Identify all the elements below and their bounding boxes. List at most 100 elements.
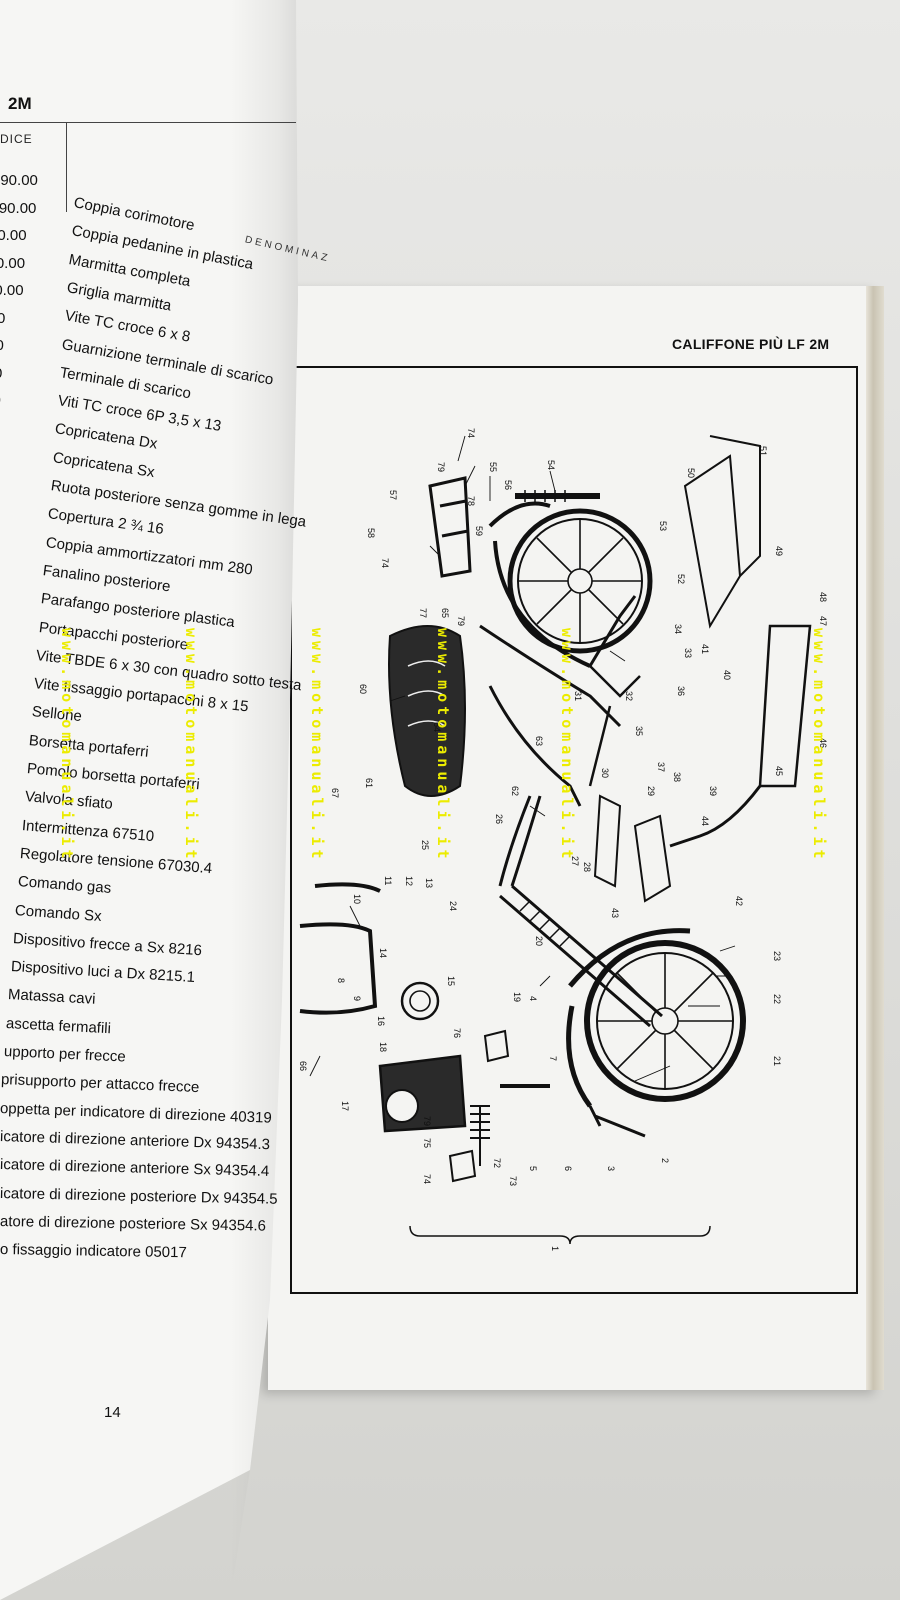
right-page-title: CALIFFONE PIÙ LF 2M — [672, 336, 830, 352]
handlebar — [299, 882, 381, 1015]
front-fender — [566, 928, 691, 1108]
svg-text:66: 66 — [298, 1061, 308, 1071]
part-code: .00 — [0, 337, 4, 354]
svg-text:5: 5 — [528, 1166, 538, 1171]
svg-text:62: 62 — [510, 786, 520, 796]
svg-text:47: 47 — [818, 616, 828, 626]
part-code: .00 — [0, 309, 6, 327]
svg-text:52: 52 — [676, 574, 686, 584]
watermark-text: www.motomanuali.it — [58, 628, 76, 863]
svg-text:12: 12 — [404, 876, 414, 886]
headlight — [400, 981, 440, 1021]
svg-text:25: 25 — [420, 840, 430, 850]
part-code: .00 — [0, 392, 1, 409]
left-page-title: 2M — [8, 94, 32, 113]
code-column-header: DICE — [0, 132, 33, 146]
svg-text:53: 53 — [658, 521, 668, 531]
luggage-rack — [428, 476, 472, 578]
watermark-text: www.motomanuali.it — [308, 628, 326, 863]
svg-text:42: 42 — [734, 896, 744, 906]
watermark-text: www.motomanuali.it — [810, 628, 828, 863]
front-axle — [588, 1105, 646, 1138]
svg-text:37: 37 — [656, 762, 666, 772]
footrest — [593, 794, 672, 903]
front-shock — [470, 1105, 490, 1166]
svg-text:7: 7 — [548, 1056, 558, 1061]
svg-text:77: 77 — [418, 608, 428, 618]
svg-text:78: 78 — [466, 496, 476, 506]
svg-text:33: 33 — [683, 648, 693, 658]
diagram-frame — [290, 366, 858, 1294]
svg-text:28: 28 — [582, 862, 592, 872]
svg-text:10: 10 — [352, 894, 362, 904]
seat — [388, 625, 466, 797]
right-page — [268, 286, 880, 1390]
svg-text:60: 60 — [358, 684, 368, 694]
svg-text:76: 76 — [452, 1028, 462, 1038]
svg-text:31: 31 — [573, 691, 583, 701]
part-code: 590.00 — [0, 172, 38, 189]
part-code: .00 — [0, 365, 2, 382]
svg-text:43: 43 — [610, 908, 620, 918]
svg-text:19: 19 — [512, 992, 522, 1002]
svg-text:39: 39 — [708, 786, 718, 796]
watermark-text: www.motomanuali.it — [182, 628, 200, 863]
part-code: 590.00 — [0, 199, 37, 217]
svg-text:29: 29 — [646, 786, 656, 796]
svg-text:23: 23 — [772, 951, 782, 961]
svg-text:38: 38 — [672, 772, 682, 782]
watermark-text: www.motomanuali.it — [558, 628, 576, 863]
svg-text:8: 8 — [336, 978, 346, 983]
stand — [588, 665, 641, 787]
svg-text:74: 74 — [422, 1174, 432, 1184]
part-name: o fissaggio indicatore 05017 — [0, 1241, 187, 1262]
svg-text:54: 54 — [546, 460, 556, 470]
svg-text:74: 74 — [380, 558, 390, 568]
svg-text:55: 55 — [488, 462, 498, 472]
watermark-text: www.motomanuali.it — [434, 628, 452, 863]
front-wheel — [584, 940, 746, 1102]
svg-text:79: 79 — [422, 1116, 432, 1126]
svg-text:26: 26 — [494, 814, 504, 824]
svg-text:56: 56 — [503, 480, 513, 490]
column-divider — [66, 122, 67, 212]
svg-text:11: 11 — [383, 876, 393, 885]
front-fork — [499, 884, 663, 1028]
svg-text:15: 15 — [446, 976, 456, 986]
part-code: 30.00 — [0, 254, 26, 272]
svg-text:59: 59 — [474, 526, 484, 536]
part-code: 80.00 — [0, 227, 27, 244]
svg-text:41: 41 — [700, 644, 710, 654]
svg-text:13: 13 — [424, 878, 434, 888]
svg-text:73: 73 — [508, 1176, 518, 1186]
svg-text:65: 65 — [440, 608, 450, 618]
rear-fender — [488, 501, 591, 668]
svg-text:4: 4 — [528, 996, 538, 1001]
svg-text:72: 72 — [492, 1158, 502, 1168]
chain-cover — [683, 454, 742, 629]
page-edge — [866, 286, 884, 1390]
table-header-rule — [0, 122, 296, 123]
svg-text:34: 34 — [673, 624, 683, 634]
frame — [479, 595, 637, 887]
svg-text:49: 49 — [774, 546, 784, 556]
svg-text:18: 18 — [378, 1042, 388, 1052]
svg-text:79: 79 — [456, 616, 466, 626]
svg-text:14: 14 — [378, 948, 388, 958]
rear-wheel — [507, 508, 653, 654]
svg-text:16: 16 — [376, 1016, 386, 1026]
svg-text:21: 21 — [772, 1056, 782, 1066]
diagram-labels: 74 79 55 54 5 7 78 56 53 58 59 74 52 77 6… — [298, 428, 828, 1251]
svg-text:45: 45 — [774, 766, 784, 776]
svg-text:64: 64 — [432, 722, 442, 732]
svg-text:22: 22 — [772, 994, 782, 1004]
svg-text:20: 20 — [534, 936, 544, 946]
svg-text:67: 67 — [330, 788, 340, 798]
part-code: 00.00 — [0, 282, 24, 299]
svg-text:51: 51 — [758, 446, 768, 456]
svg-text:9: 9 — [352, 996, 362, 1001]
svg-text:46: 46 — [818, 738, 828, 748]
svg-text:58: 58 — [366, 528, 376, 538]
left-page — [0, 0, 298, 1600]
svg-text:74: 74 — [466, 428, 476, 438]
